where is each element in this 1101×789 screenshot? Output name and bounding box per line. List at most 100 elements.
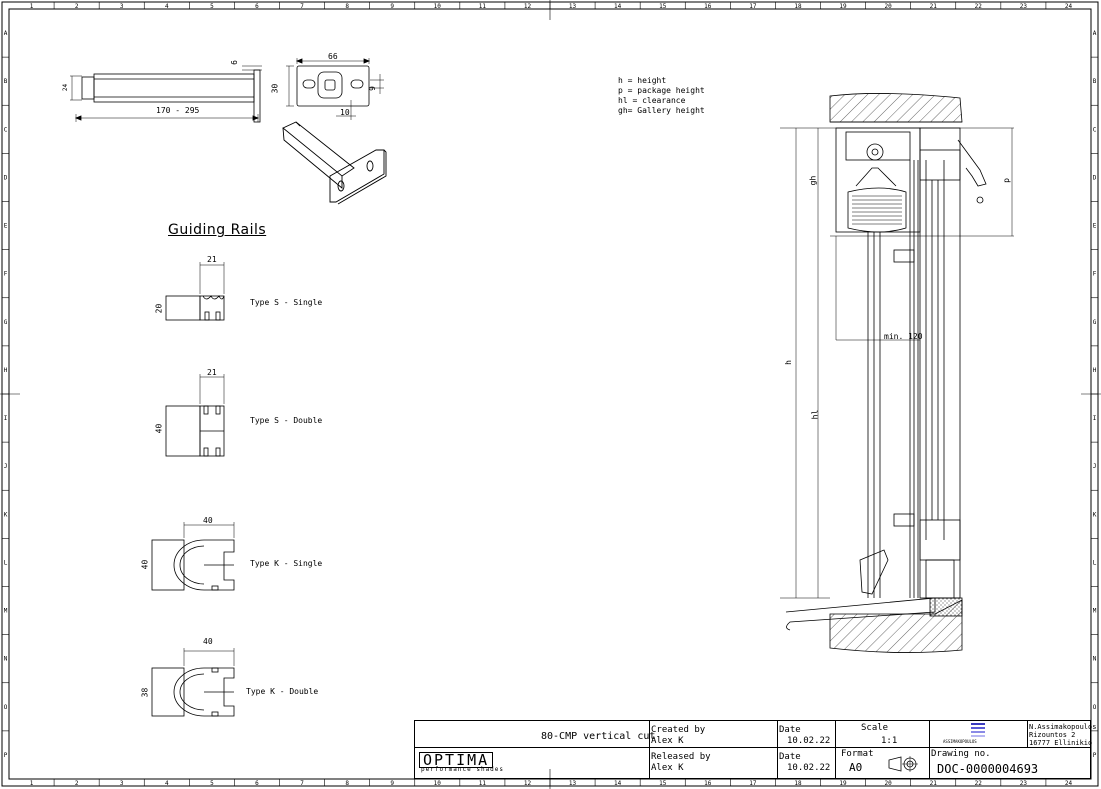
grid-col-label-bottom: 23: [1020, 780, 1028, 787]
rail-dim-w-k-single: 40: [203, 516, 213, 525]
date-label-1: Date: [779, 725, 801, 735]
company-address-2: 16777 Ellinikio: [1029, 739, 1093, 747]
grid-row-label-right: C: [1093, 126, 1097, 133]
grid-row-label-left: G: [4, 319, 8, 326]
grid-col-label-bottom: 13: [569, 780, 577, 787]
date-value-2: 10.02.22: [787, 763, 831, 773]
grid-col-label-top: 5: [210, 3, 214, 10]
grid-col-label-bottom: 22: [975, 780, 983, 787]
grid-col-label-bottom: 1: [30, 780, 34, 787]
grid-col-label-bottom: 6: [255, 780, 259, 787]
rail-label-type-s-double: Type S - Double: [250, 416, 323, 425]
drawing-no-value: DOC-0000004693: [937, 762, 1039, 776]
grid-col-label-bottom: 17: [749, 780, 757, 787]
grid-col-label-bottom: 7: [300, 780, 304, 787]
optima-logo: OPTIMA performance shades: [419, 752, 511, 773]
grid-col-label-top: 11: [479, 3, 487, 10]
grid-col-label-top: 17: [749, 3, 757, 10]
legend-line-4: gh= Gallery height: [618, 106, 705, 115]
title-block: 80-CMP vertical cut OPTIMA performance s…: [414, 720, 1096, 779]
grid-col-label-top: 24: [1065, 3, 1073, 10]
created-by-value: Alex K: [651, 736, 684, 746]
grid-row-label-right: J: [1093, 463, 1097, 470]
grid-row-label-right: M: [1093, 608, 1097, 615]
grid-col-label-top: 10: [434, 3, 442, 10]
grid-row-label-right: N: [1093, 656, 1097, 663]
grid-row-label-right: B: [1093, 78, 1097, 85]
grid-col-label-top: 8: [345, 3, 349, 10]
grid-row-label-left: K: [4, 511, 8, 518]
company-name: N.Assimakopoulos: [1029, 723, 1097, 731]
wall-top-hatch: [829, 93, 963, 123]
rail-dim-w-s-double: 21: [207, 368, 217, 377]
grid-row-label-left: E: [4, 223, 8, 230]
company-logo: ASSIMAKOPOULOS: [943, 723, 1017, 745]
grid-col-label-bottom: 5: [210, 780, 214, 787]
grid-row-label-right: D: [1093, 174, 1097, 181]
grid-row-label-left: N: [4, 656, 8, 663]
dim-slot: 10: [340, 108, 350, 117]
grid-row-label-right: E: [1093, 223, 1097, 230]
grid-row-label-right: I: [1093, 415, 1097, 422]
grid-col-label-bottom: 24: [1065, 780, 1073, 787]
dim-min-clearance: min. 120: [884, 332, 923, 341]
grid-col-label-top: 19: [839, 3, 847, 10]
grid-row-label-left: C: [4, 126, 8, 133]
grid-col-label-bottom: 18: [794, 780, 802, 787]
grid-col-label-bottom: 4: [165, 780, 169, 787]
grid-col-label-top: 18: [794, 3, 802, 10]
rail-dim-h-s-double: 40: [154, 423, 164, 434]
company-logo-mark-icon: [971, 723, 985, 737]
section-heading-guiding-rails: Guiding Rails: [168, 222, 267, 238]
rail-dim-w-k-double: 40: [203, 637, 213, 646]
grid-row-label-right: L: [1093, 559, 1097, 566]
grid-row-label-left: J: [4, 463, 8, 470]
created-by-label: Created by: [651, 725, 706, 735]
grid-row-label-right: H: [1093, 367, 1097, 374]
grid-reference-labels: 1122334455667788991010111112121313141415…: [4, 3, 1097, 787]
grid-col-label-bottom: 21: [930, 780, 938, 787]
grid-col-label-bottom: 20: [885, 780, 893, 787]
bracket-side-view: [70, 65, 262, 123]
rail-type-s-double: [165, 374, 225, 457]
grid-row-label-left: A: [4, 30, 8, 37]
drawing-no-label: Drawing no.: [931, 749, 991, 759]
grid-row-label-left: O: [4, 704, 8, 711]
dim-length-range: 170 - 295: [156, 106, 200, 115]
grid-row-label-left: P: [4, 752, 8, 759]
grid-row-label-left: L: [4, 559, 8, 566]
released-by-value: Alex K: [651, 763, 684, 773]
grid-row-label-right: F: [1093, 271, 1097, 278]
dim-clearance: hl: [810, 409, 820, 420]
grid-row-label-right: O: [1093, 704, 1097, 711]
grid-row-label-right: P: [1093, 752, 1097, 759]
grid-row-label-left: H: [4, 367, 8, 374]
dim-plate-width: 66: [328, 52, 338, 61]
legend-line-1: h = height: [618, 76, 667, 85]
grid-col-label-top: 14: [614, 3, 622, 10]
grid-col-label-bottom: 10: [434, 780, 442, 787]
wall-bottom-hatch: [829, 599, 963, 653]
date-value-1: 10.02.22: [787, 736, 831, 746]
grid-col-label-top: 15: [659, 3, 667, 10]
grid-row-label-left: B: [4, 78, 8, 85]
rail-label-type-k-double: Type K - Double: [246, 687, 319, 696]
rail-type-k-single: [151, 522, 235, 591]
grid-col-label-top: 23: [1020, 3, 1028, 10]
grid-col-label-bottom: 12: [524, 780, 532, 787]
rail-dim-w-s-single: 21: [207, 255, 217, 264]
grid-col-label-top: 4: [165, 3, 169, 10]
grid-col-label-top: 21: [930, 3, 938, 10]
grid-row-label-left: M: [4, 608, 8, 615]
date-label-2: Date: [779, 752, 801, 762]
grid-row-label-right: K: [1093, 511, 1097, 518]
grid-col-label-top: 2: [75, 3, 79, 10]
grid-col-label-top: 3: [120, 3, 124, 10]
grid-row-label-left: F: [4, 271, 8, 278]
grid-col-label-bottom: 14: [614, 780, 622, 787]
scale-label: Scale: [861, 723, 889, 733]
company-address-1: Rizountos 2: [1029, 731, 1076, 739]
dim-height: h: [783, 360, 793, 365]
dim-small-6: 6: [229, 60, 239, 65]
